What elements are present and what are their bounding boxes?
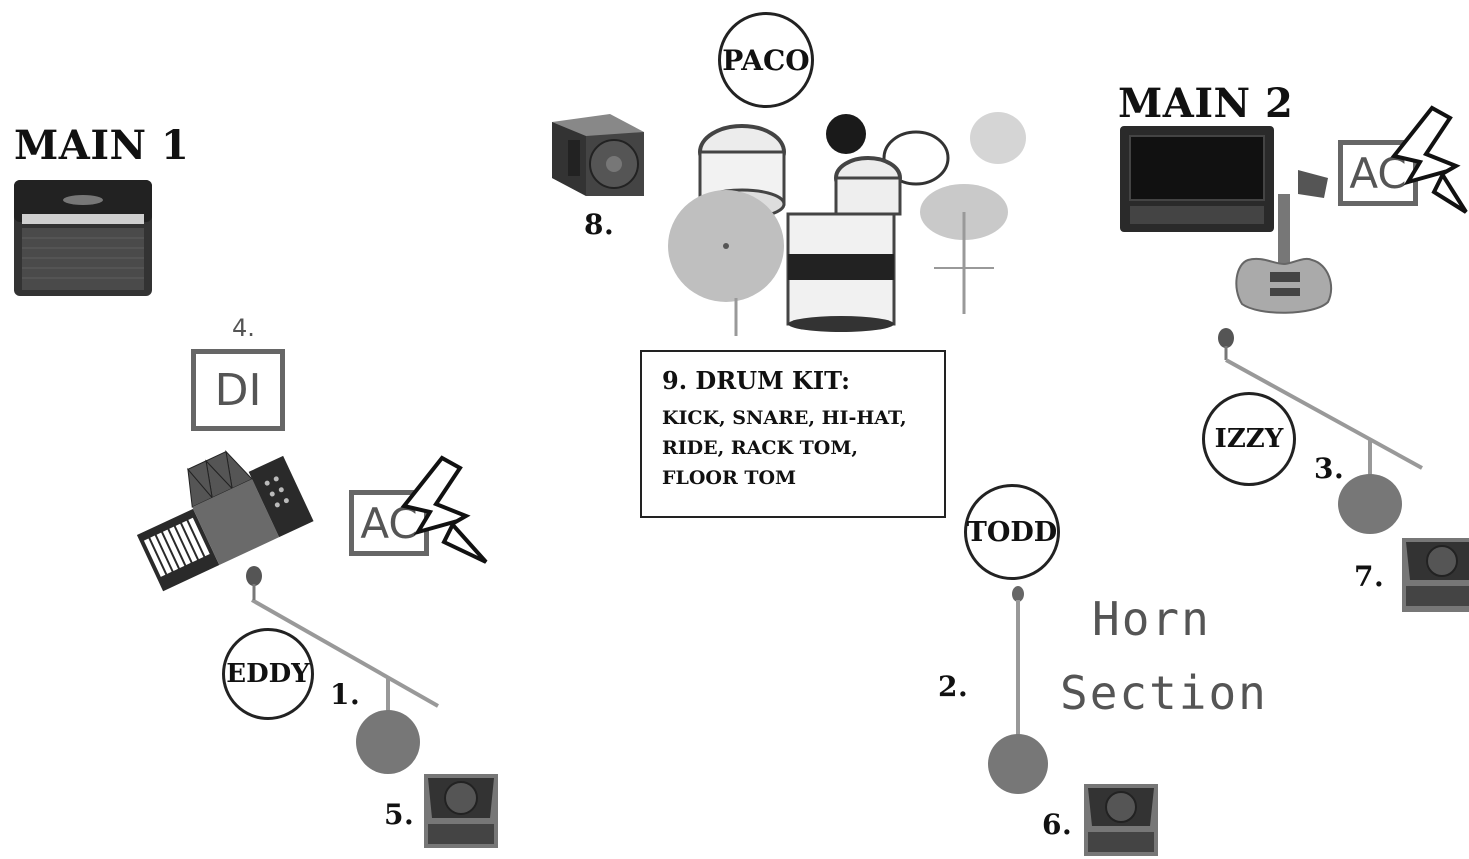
horn-section-line1: Horn — [1092, 592, 1211, 646]
floor-monitor-icon — [1402, 538, 1469, 612]
bass-guitar-icon — [1235, 170, 1333, 314]
drum-kit-icon — [668, 112, 1026, 336]
mic-stand-icon — [988, 586, 1048, 794]
lightning-icon — [1390, 105, 1468, 214]
input-number-7: 7. — [1354, 560, 1385, 593]
horn-section-line2: Section — [1060, 666, 1268, 720]
di-box: DI — [191, 349, 285, 431]
drum-kit-box: 9. DRUM KIT: KICK, SNARE, HI-HAT, RIDE, … — [640, 350, 946, 518]
drum-kit-title: 9. DRUM KIT: — [662, 366, 850, 395]
main1-label: MAIN 1 — [14, 122, 190, 169]
input-number-3: 3. — [1314, 452, 1345, 485]
amp-icon — [14, 180, 152, 296]
musician-paco: PACO — [718, 12, 814, 108]
mic-stand-icon — [1218, 328, 1423, 534]
input-number-4: 4. — [232, 314, 255, 342]
floor-monitor-icon — [1084, 784, 1158, 856]
main2-label: MAIN 2 — [1118, 80, 1294, 127]
drum-kit-item: RIDE, RACK TOM, — [662, 437, 858, 459]
input-number-6: 6. — [1042, 808, 1073, 841]
input-number-1: 1. — [330, 678, 361, 711]
musician-eddy: EDDY — [222, 628, 314, 720]
input-number-5: 5. — [384, 798, 415, 831]
drum-kit-item: FLOOR TOM — [662, 467, 797, 489]
lightning-icon — [400, 455, 488, 564]
floor-monitor-icon — [424, 774, 498, 848]
mic-stand-icon — [246, 566, 439, 774]
bass-amp-icon — [1120, 126, 1274, 232]
speaker-icon — [552, 114, 644, 196]
musician-todd: TODD — [964, 484, 1060, 580]
input-number-2: 2. — [938, 670, 969, 703]
accordion-icon — [136, 450, 314, 592]
input-number-8: 8. — [584, 208, 615, 241]
drum-kit-item: KICK, SNARE, HI-HAT, — [662, 407, 907, 429]
musician-izzy: IZZY — [1202, 392, 1296, 486]
